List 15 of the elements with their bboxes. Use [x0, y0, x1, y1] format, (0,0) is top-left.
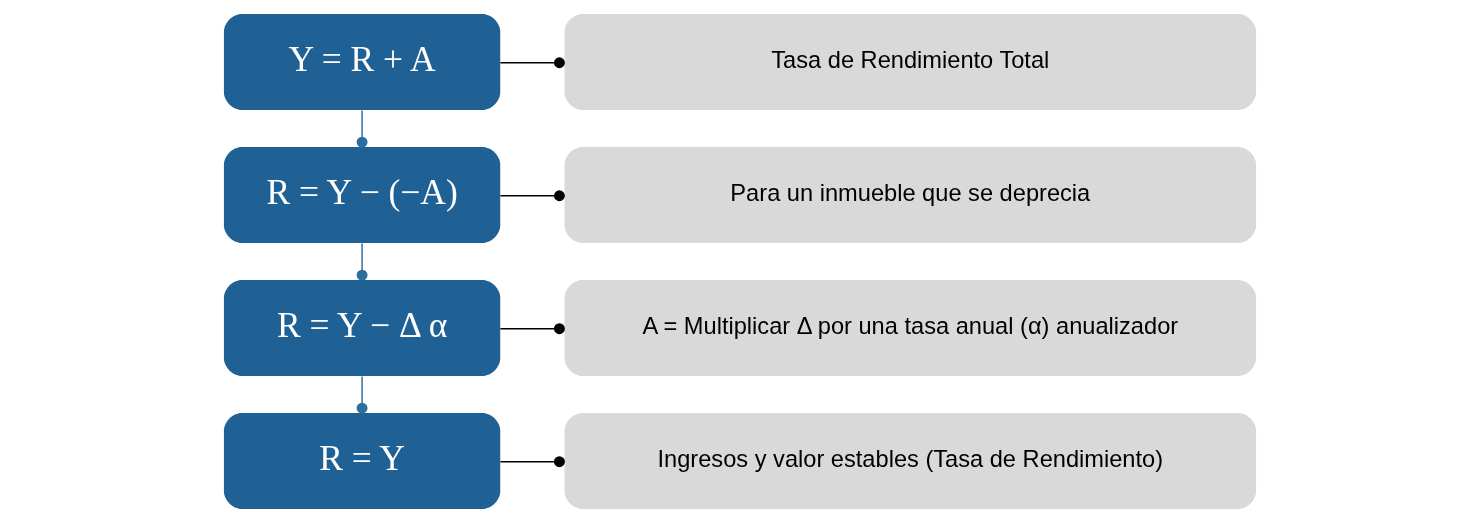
connector: [356, 375, 368, 414]
node-box: Ingresos y valor estables (Tasa de Rendimiento): [564, 412, 1256, 509]
connector: [356, 242, 368, 281]
connector: [499, 456, 565, 468]
node-box: A = Multiplicar Δ por una tasa anual (α) anualizador: [564, 279, 1256, 376]
node-box: Y = R + A: [223, 14, 500, 111]
connector: [499, 57, 565, 69]
connector: [499, 323, 565, 335]
node-box: Para un inmueble que se deprecia: [564, 147, 1256, 244]
node-box: R = Y: [223, 412, 500, 509]
node-box: R = Y − Δ α: [223, 279, 500, 376]
connector: [499, 190, 565, 202]
node-box: Tasa de Rendimiento Total: [564, 14, 1256, 111]
node-box: R = Y − (−A): [223, 147, 500, 244]
connector: [356, 109, 368, 148]
